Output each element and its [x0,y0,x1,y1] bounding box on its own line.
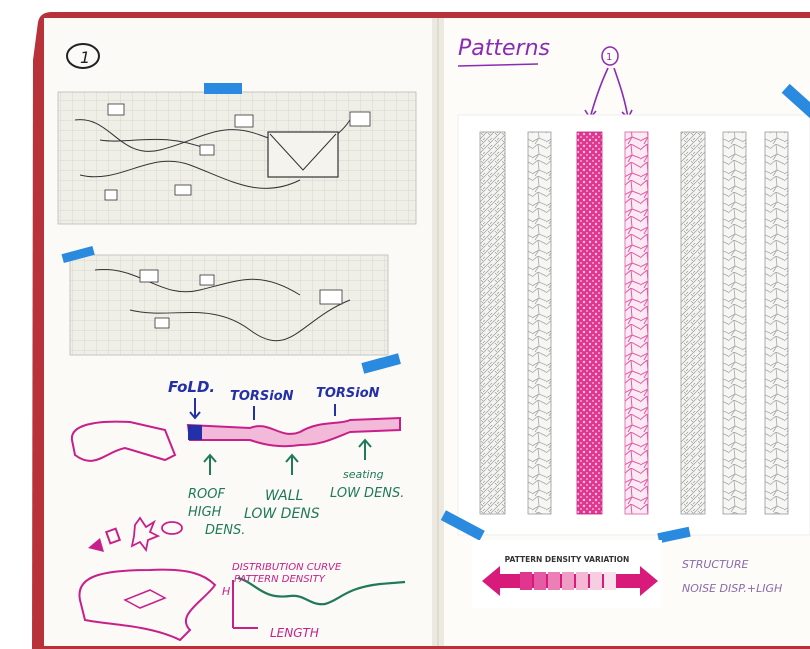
label-torsion-1: TORSioN [230,389,294,404]
label-seating: seating [343,468,384,481]
label-fold: FoLD. [168,378,215,396]
label-roof: ROOF [188,487,225,502]
pattern-stripe-5 [680,131,706,515]
pattern-stripe-1 [479,131,506,515]
pattern-stripe-4 [624,131,649,515]
noise-label: NOISE DISP.+LIGH [682,582,782,595]
pattern-board [440,83,810,544]
label-curve-1: DISTRIBUTION CURVE [232,562,342,573]
pattern-stripe-3 [576,131,603,515]
label-torsion-2: TORSioN [316,386,380,401]
marker-circle [601,46,619,66]
label-axis-h: H [222,585,230,598]
label-wall: WALL [265,488,303,504]
structure-label: STRUCTURE [682,558,748,571]
sketch-doodles [88,516,183,553]
sketch-band [70,398,401,475]
pattern-stripe-2 [527,131,552,515]
label-low-dens-seat: LOW DENS. [330,486,404,501]
density-legend: PATTERN DENSITY VARIATION [472,540,662,608]
label-low-dens-wall: LOW DENS [244,506,320,522]
grasshopper-printout-1 [57,83,417,225]
label-length: LENGTH [270,626,319,640]
pattern-stripe-7 [764,131,789,515]
page-number: 1 [80,48,90,67]
label-curve-2: PATTERN DENSITY [234,574,326,585]
page-number-circle [66,43,100,69]
sketch-distribution [78,568,406,642]
label-dens: DENS. [205,523,245,538]
legend-title: PATTERN DENSITY VARIATION [505,555,630,564]
marker-number: 1 [606,52,612,63]
blue-tape [204,83,242,94]
label-high-dens: HIGH [188,505,222,520]
pattern-stripe-6 [722,131,747,515]
grasshopper-printout-2 [61,245,401,374]
page-title: Patterns [458,36,550,61]
